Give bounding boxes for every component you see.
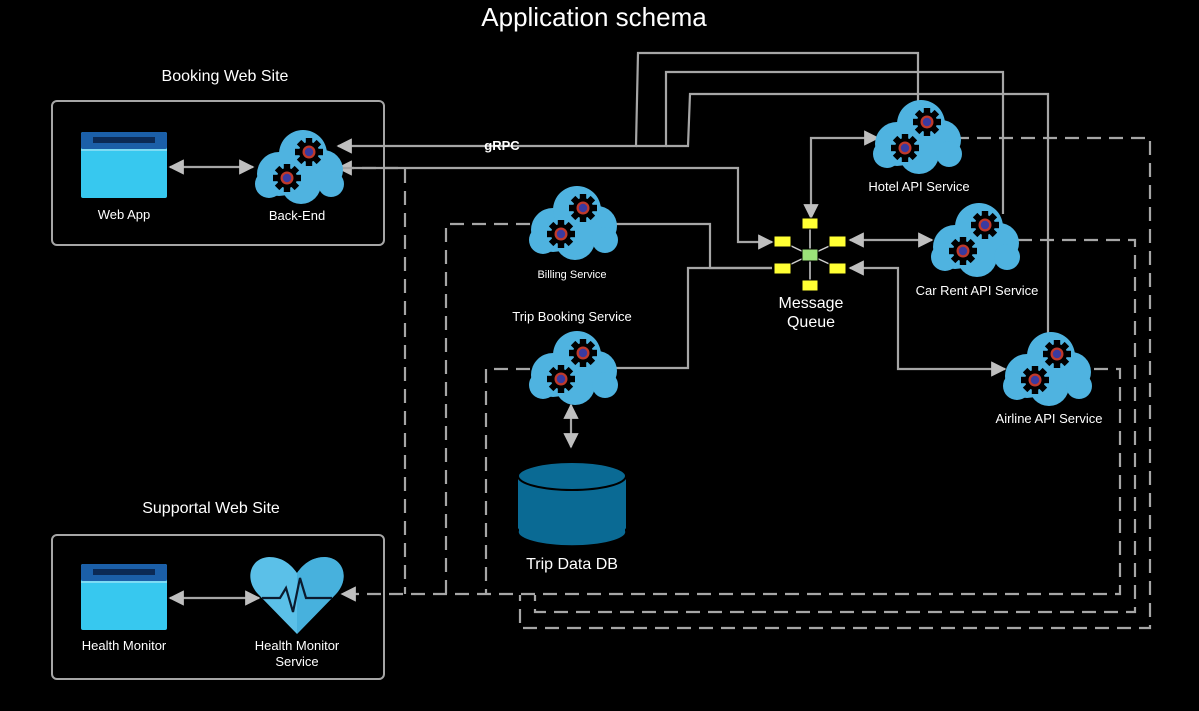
cloud-gears-icon: [931, 203, 1020, 277]
edge-billing-queue: [612, 222, 772, 270]
solid-connectors: [168, 51, 1050, 606]
edge-health-airline: [340, 367, 1122, 602]
heart-pulse-icon: [250, 557, 344, 634]
back-end-node[interactable]: Back-End: [255, 130, 344, 223]
billing-service-label: Billing Service: [537, 269, 606, 281]
group-title-support: Supportal Web Site: [142, 500, 280, 517]
edge-health-backend: [340, 166, 407, 594]
support-website-group: [51, 534, 385, 680]
car-rent-api-service-label: Car Rent API Service: [916, 283, 1039, 298]
edge-backend-queue: [336, 160, 774, 250]
health-monitor-service-label-line1: Health Monitor: [255, 638, 340, 653]
trip-booking-service-node[interactable]: Trip Booking Service: [512, 309, 632, 405]
edge-grpc-airline: [666, 92, 1050, 336]
health-check-connectors: [340, 136, 1152, 630]
web-app-node[interactable]: Web App: [81, 132, 167, 222]
edge-hotel-queue: [803, 130, 880, 220]
health-monitor-node[interactable]: Health Monitor: [81, 564, 167, 653]
edge-grpc-hotel: [336, 51, 920, 154]
trip-data-db-label: Trip Data DB: [526, 556, 618, 573]
group-title-booking: Booking Web Site: [162, 68, 289, 85]
edge-airline-queue: [848, 260, 1007, 377]
edge-grpc-carrent: [636, 70, 1005, 214]
trip-data-db-node[interactable]: Trip Data DB: [517, 461, 627, 573]
cloud-gears-icon: [1003, 332, 1092, 406]
cloud-gears-icon: [529, 186, 618, 260]
message-queue-label-line2: Queue: [787, 314, 835, 331]
web-app-label: Web App: [98, 207, 151, 222]
health-monitor-service-node[interactable]: Health Monitor Service: [250, 557, 344, 669]
database-cylinder-icon: [517, 461, 627, 547]
hotel-api-service-node[interactable]: Hotel API Service: [868, 100, 970, 194]
browser-window-icon: [81, 132, 167, 198]
car-rent-api-service-node[interactable]: Car Rent API Service: [916, 203, 1039, 298]
cloud-gears-icon: [529, 331, 618, 405]
grpc-label: gRPC: [484, 138, 520, 153]
health-monitor-service-label-line2: Service: [275, 654, 318, 669]
message-queue-label-line1: Message: [779, 295, 844, 312]
message-queue-node[interactable]: Message Queue: [773, 217, 847, 331]
back-end-label: Back-End: [269, 208, 325, 223]
health-monitor-label: Health Monitor: [82, 638, 167, 653]
edge-health-tripbooking: [484, 367, 530, 594]
browser-window-icon: [81, 564, 167, 630]
message-queue-hub-icon: [773, 217, 847, 292]
edge-health-billing: [444, 222, 530, 594]
trip-booking-service-label: Trip Booking Service: [512, 309, 631, 324]
airline-api-service-node[interactable]: Airline API Service: [996, 332, 1103, 426]
billing-service-node[interactable]: Billing Service: [529, 186, 618, 281]
cloud-gears-icon: [255, 130, 344, 204]
edge-tripbooking-queue: [612, 266, 772, 370]
diagram-title: Application schema: [481, 2, 707, 32]
airline-api-service-label: Airline API Service: [996, 411, 1103, 426]
hotel-api-service-label: Hotel API Service: [868, 179, 969, 194]
edge-health-hotel: [518, 136, 1152, 630]
edge-health-carrent: [533, 238, 1137, 614]
cloud-gears-icon: [873, 100, 962, 174]
